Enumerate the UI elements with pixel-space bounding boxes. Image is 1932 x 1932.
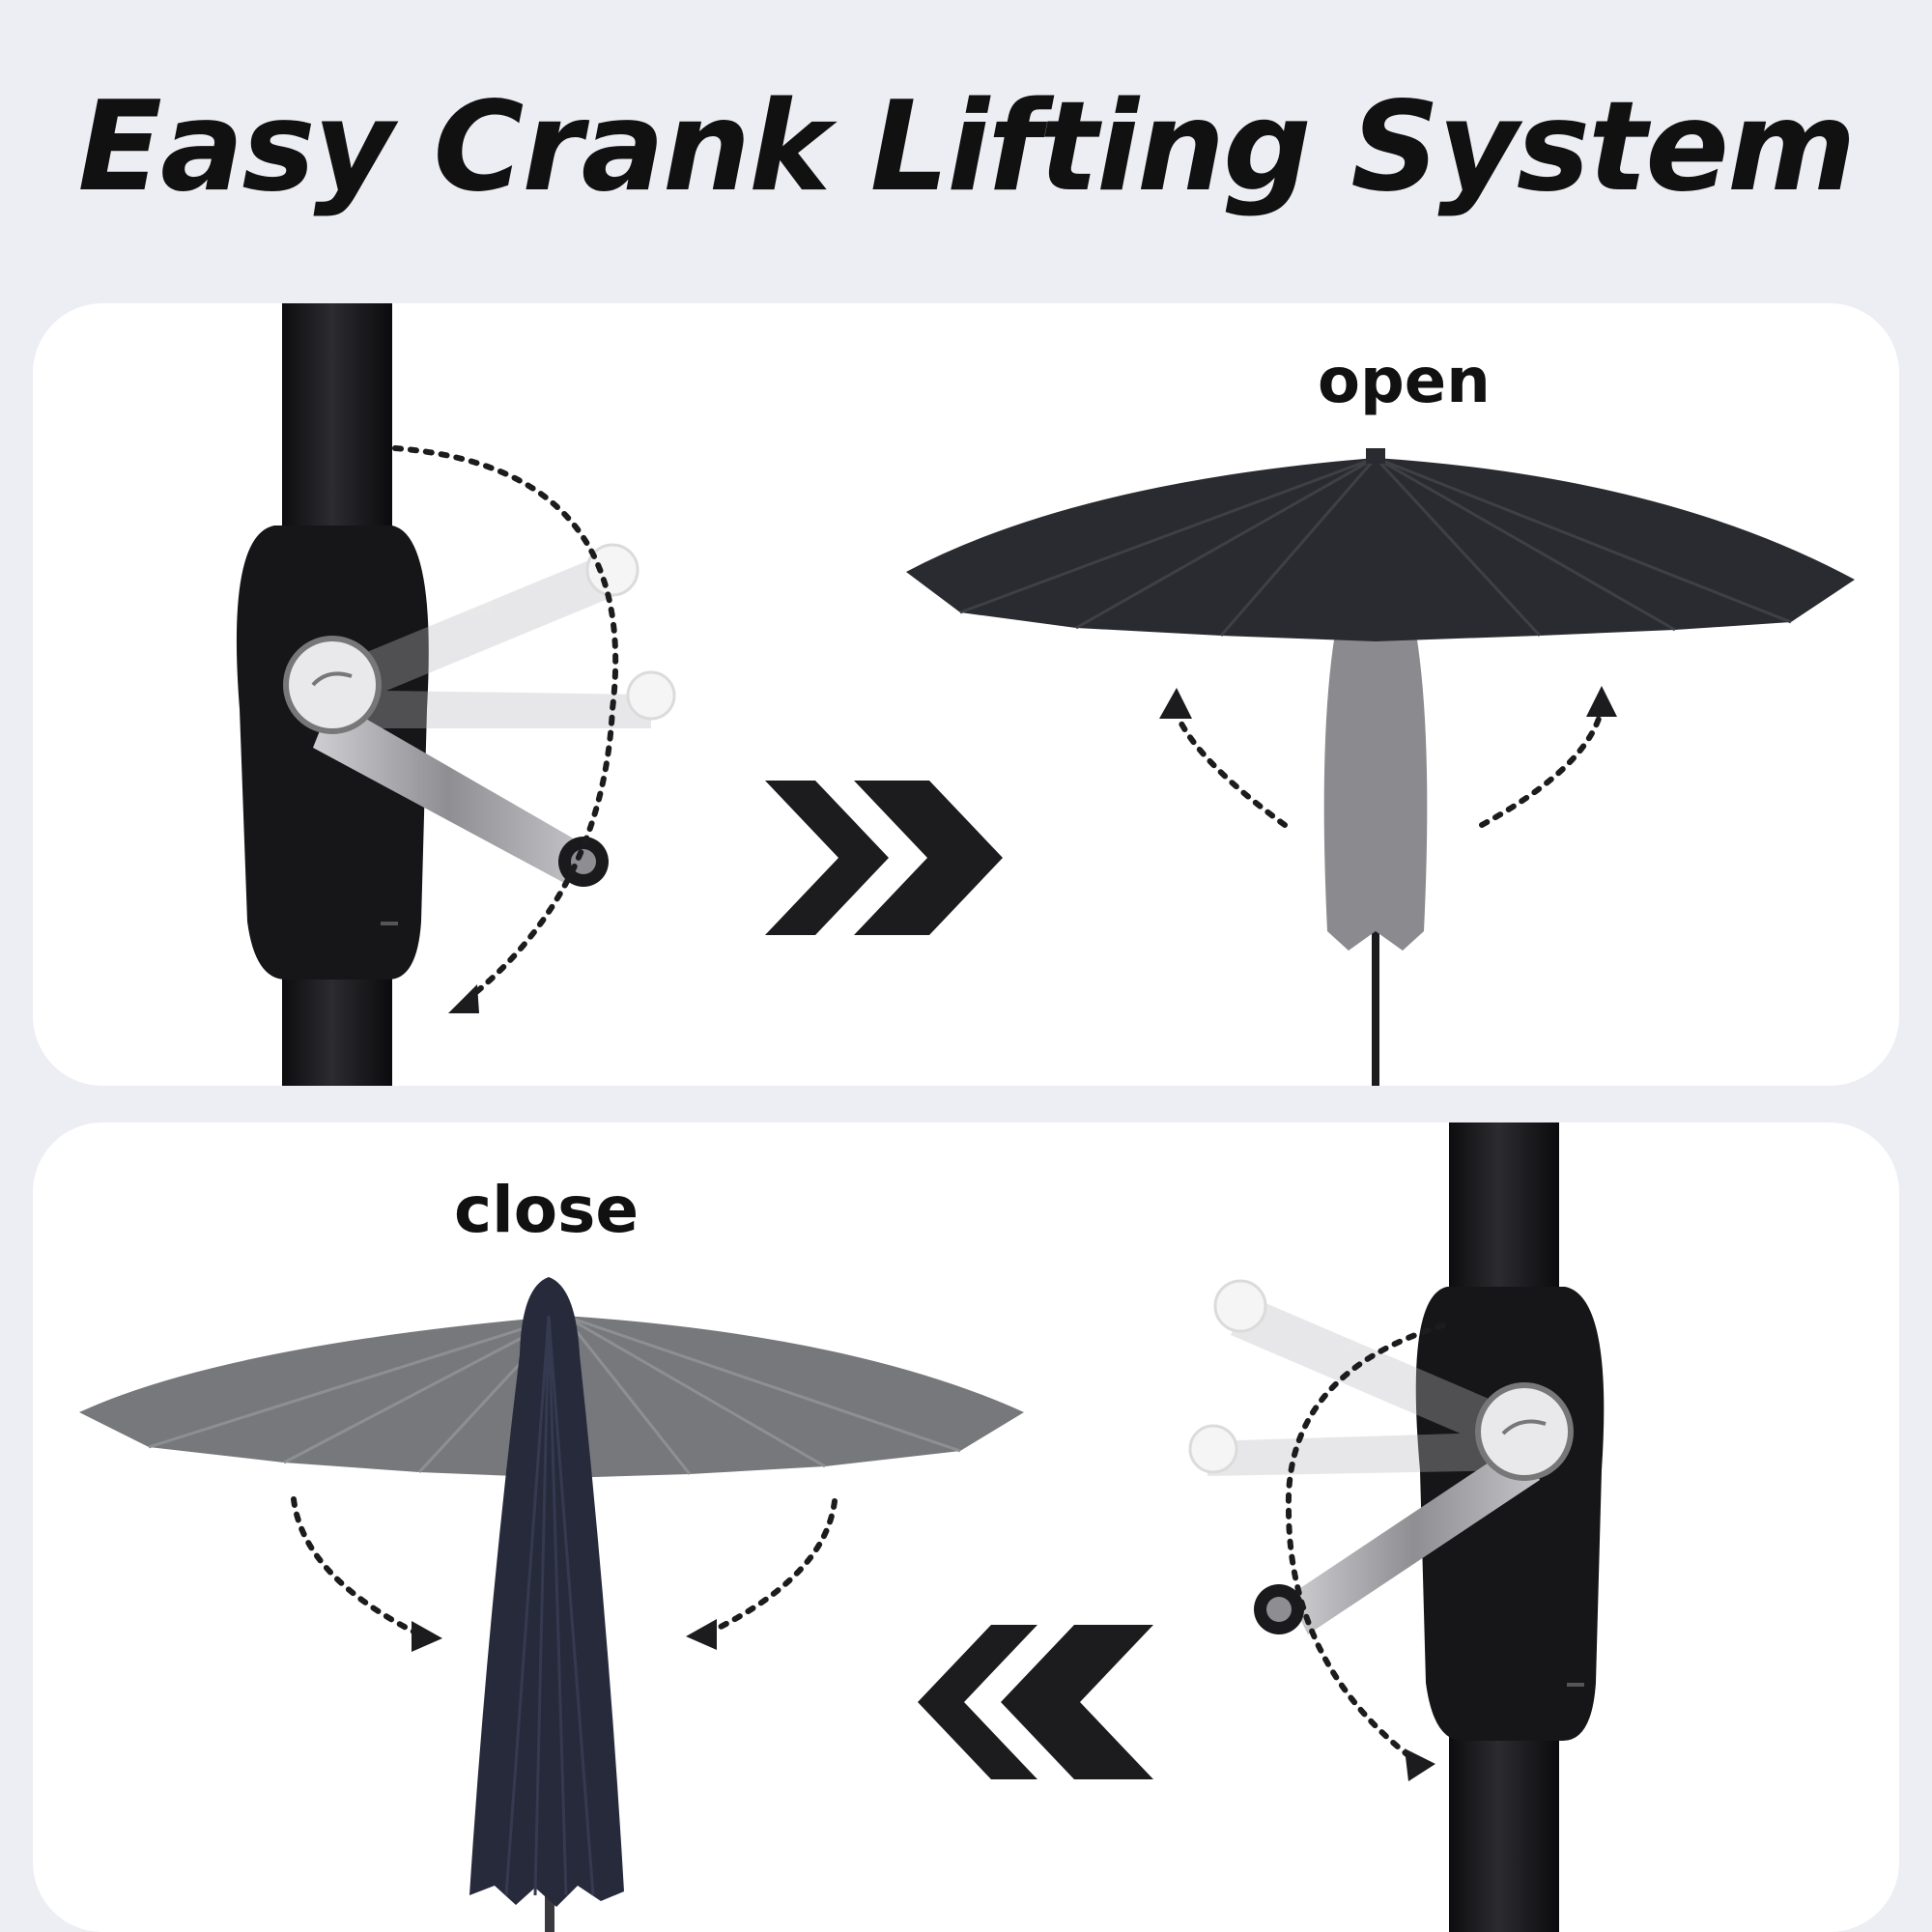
chevron-right-icon xyxy=(765,781,1003,935)
close-label: close xyxy=(454,1173,639,1247)
page-title: Easy Crank Lifting System xyxy=(77,75,1857,219)
closed-umbrella-illustration xyxy=(469,1277,624,1932)
crank-handle-icon xyxy=(283,636,609,887)
curved-arrow-icon xyxy=(291,1496,838,1652)
open-umbrella-illustration xyxy=(906,448,1855,1086)
crank-handle-icon xyxy=(1254,1382,1574,1634)
open-step-illustration xyxy=(236,303,1855,1086)
close-step-panel: close xyxy=(33,1122,1899,1932)
close-step-illustration xyxy=(79,1122,1605,1932)
rotation-arrow-icon xyxy=(392,445,619,1013)
rotation-arrow-icon xyxy=(1285,1322,1446,1781)
curved-arrow-icon xyxy=(1159,686,1617,828)
crank-handle-ghost xyxy=(323,543,676,728)
open-label: open xyxy=(1318,346,1491,417)
chevron-left-icon xyxy=(918,1625,1153,1779)
open-step-panel: open xyxy=(33,303,1899,1086)
crank-handle-ghost xyxy=(1188,1279,1520,1476)
